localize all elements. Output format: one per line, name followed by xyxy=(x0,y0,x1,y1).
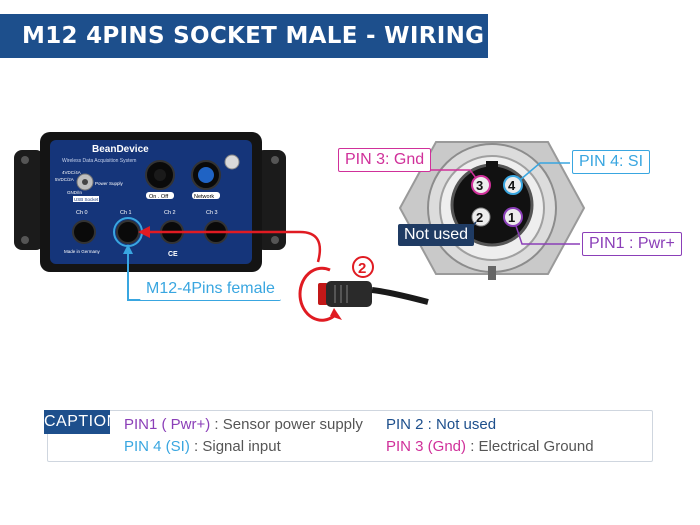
mount-ear-left xyxy=(14,150,44,250)
pin-3-number: 3 xyxy=(476,178,483,193)
title-banner xyxy=(0,14,488,58)
mount-ear-right xyxy=(256,150,286,250)
caption-pin4-key: PIN 4 (SI) xyxy=(124,438,190,455)
caption-row1-left: PIN1 ( Pwr+) : Sensor power supply xyxy=(124,416,363,433)
step-number: 2 xyxy=(358,260,366,277)
pin-2-contact xyxy=(471,207,491,227)
device-on-off: On . Off xyxy=(149,194,169,200)
pin3-label: PIN 3: Gnd xyxy=(338,148,432,172)
channel-label: Ch 1 xyxy=(120,210,132,216)
device-brand: BeanDevice xyxy=(92,144,149,155)
device-power-supply: Power Supply xyxy=(95,181,124,186)
rotation-arrow xyxy=(298,266,335,322)
device-subtitle: Wireless Data Acquisition System xyxy=(62,158,136,164)
pin-4-number: 4 xyxy=(508,178,516,193)
channel-label: Ch 0 xyxy=(76,210,88,216)
pin4-leader xyxy=(519,162,570,181)
female-pointer-arrowhead xyxy=(123,244,133,254)
device-power-input: 4VDC/4A xyxy=(62,170,81,175)
pin-2-number: 2 xyxy=(476,210,483,225)
caption-pin1-desc: : Sensor power supply xyxy=(210,416,363,433)
channel-label: Ch 3 xyxy=(206,210,218,216)
page-title: M12 4PINS SOCKET MALE - WIRING CODE xyxy=(22,23,566,49)
not-used-label: Not used xyxy=(398,224,475,246)
caption-box xyxy=(47,410,653,462)
caption-pin2-desc: : Not used xyxy=(423,416,497,433)
caption-row2-right: PIN 3 (Gnd) : Electrical Ground xyxy=(386,438,594,455)
caption-row1-right: PIN 2 : Not used xyxy=(386,416,496,433)
pin-3-contact xyxy=(471,175,491,195)
caption-pin4-desc: : Signal input xyxy=(189,438,281,455)
caption-row2-left: PIN 4 (SI) : Signal input xyxy=(124,438,281,455)
caption-pin3-desc: : Electrical Ground xyxy=(466,438,594,455)
pin1-leader xyxy=(515,225,580,245)
pin-1-contact xyxy=(503,207,523,227)
device-made-in: Made in Germany xyxy=(64,249,101,254)
step-badge xyxy=(352,256,374,278)
device-ce: CE xyxy=(168,251,178,258)
pin4-label: PIN 4: SI xyxy=(572,150,651,174)
device-power-input-2: 5VDC/2A xyxy=(55,177,74,182)
device-gnd: GND/In xyxy=(67,190,83,195)
channel-labels: Ch 0 Ch 1 Ch 2 Ch 3 xyxy=(76,210,218,216)
device-usb-socket: USB Socket xyxy=(74,197,99,202)
channel-0-socket xyxy=(72,220,96,244)
red-arrow-line xyxy=(140,230,322,263)
red-arrow-head xyxy=(138,226,150,238)
channel-label: Ch 2 xyxy=(164,210,176,216)
pin-1-number: 1 xyxy=(508,210,515,225)
m12-cable xyxy=(318,281,429,307)
caption-pin3-key: PIN 3 (Gnd) xyxy=(386,438,467,455)
pin1-label: PIN1 : Pwr+ xyxy=(582,232,682,256)
caption-pin1-key: PIN1 ( Pwr+) xyxy=(124,416,211,433)
female-connector-label: M12-4Pins female xyxy=(140,278,281,301)
pin3-leader xyxy=(420,169,477,179)
device-network: Network xyxy=(194,194,214,200)
caption-tag: CAPTION xyxy=(44,410,118,434)
pin-4-contact xyxy=(503,175,523,195)
channel-1-socket xyxy=(116,220,140,244)
bean-device: BeanDevice Wireless Data Acquisition Sys… xyxy=(14,132,286,272)
screw-top xyxy=(224,154,240,170)
caption-pin2-key: PIN 2 xyxy=(386,416,424,433)
